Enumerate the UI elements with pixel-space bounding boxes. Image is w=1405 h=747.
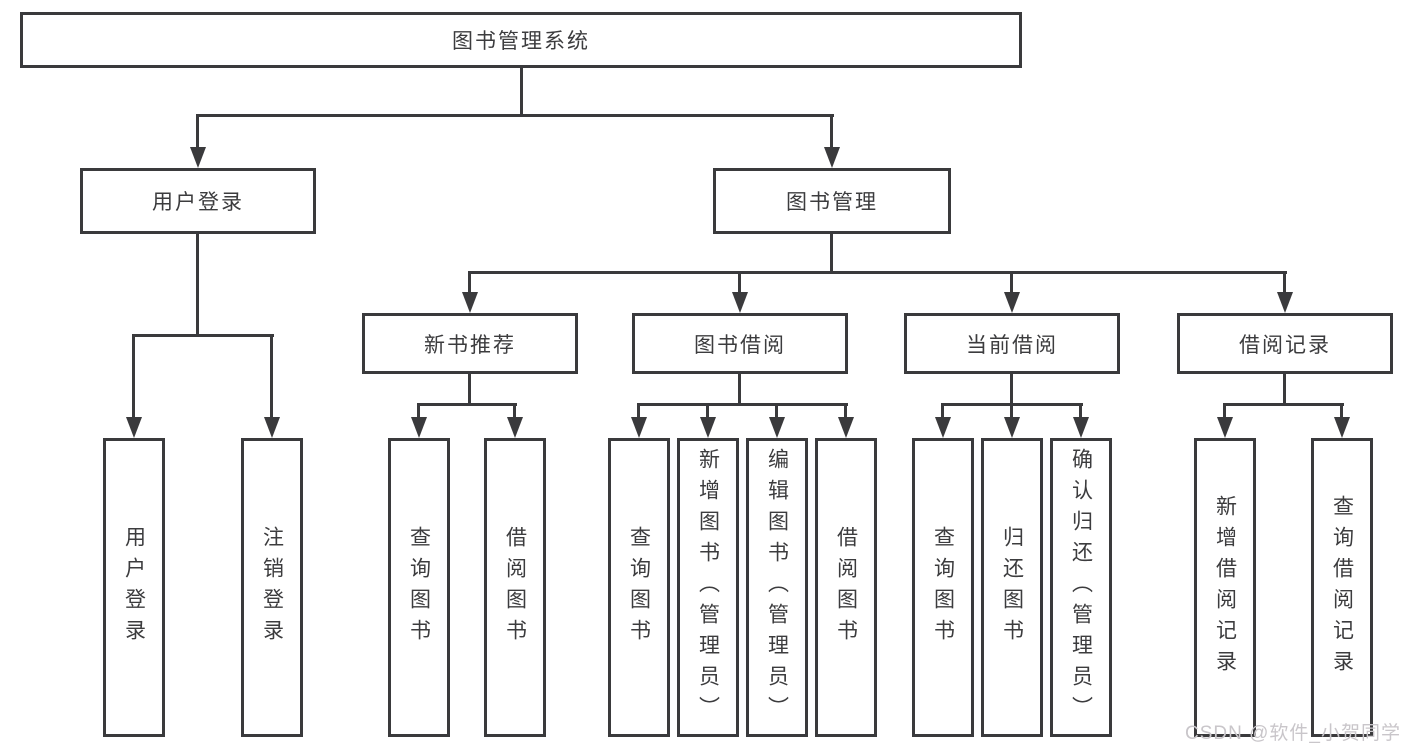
leaf-label: 注销登录 xyxy=(260,525,284,650)
node-label: 图书借阅 xyxy=(694,333,786,357)
leaf-query-books-borrowing: 查询图书 xyxy=(608,438,670,737)
arrow-down-current-c3 xyxy=(1073,417,1089,438)
connector-borrow-horizontal xyxy=(638,403,848,406)
node-current-borrowing: 当前借阅 xyxy=(904,313,1120,374)
connector-login-horizontal xyxy=(133,334,274,337)
arrow-down-records xyxy=(1277,292,1293,313)
connector-newbook-horizontal xyxy=(418,403,517,406)
connector-borrow-down xyxy=(738,374,741,405)
arrow-down-borrow-c4 xyxy=(838,417,854,438)
connector-borrow-c1-shaft xyxy=(637,403,640,419)
connector-borrow-c4-shaft xyxy=(844,403,847,419)
node-label: 新书推荐 xyxy=(424,333,516,357)
arrow-down-user-login xyxy=(190,147,206,168)
leaf-query-books-recommend: 查询图书 xyxy=(388,438,450,737)
leaf-return-books: 归还图书 xyxy=(981,438,1043,737)
leaf-query-books-current: 查询图书 xyxy=(912,438,974,737)
leaf-borrow-books: 借阅图书 xyxy=(815,438,877,737)
arrow-down-newbook-c2 xyxy=(507,417,523,438)
leaf-label: 新增借阅记录 xyxy=(1213,494,1237,681)
node-label: 当前借阅 xyxy=(966,333,1058,357)
leaf-label: 查询图书 xyxy=(407,525,431,650)
connector-records-c2-shaft xyxy=(1340,403,1343,419)
arrow-down-borrow xyxy=(732,292,748,313)
connector-newbook-c1-shaft xyxy=(417,403,420,419)
node-label: 图书管理系统 xyxy=(452,30,590,53)
arrow-down-newbook xyxy=(462,292,478,313)
arrow-down-current xyxy=(1004,292,1020,313)
connector-current-down xyxy=(1010,374,1013,405)
leaf-add-borrow-record: 新增借阅记录 xyxy=(1194,438,1256,737)
connector-current-c2-shaft xyxy=(1010,403,1013,419)
leaf-label: 查询图书 xyxy=(627,525,651,650)
connector-borrow-shaft xyxy=(738,271,741,294)
connector-borrow-c2-shaft xyxy=(706,403,709,419)
csdn-watermark: CSDN @软件_小贺同学 xyxy=(1185,723,1401,744)
node-user-login: 用户登录 xyxy=(80,168,316,234)
leaf-label: 新增图书（管理员） xyxy=(696,448,720,727)
connector-records-horizontal xyxy=(1224,403,1344,406)
connector-current-c3-shaft xyxy=(1079,403,1082,419)
connector-root-vertical xyxy=(520,68,523,116)
leaf-logout: 注销登录 xyxy=(241,438,303,737)
arrow-down-current-c2 xyxy=(1004,417,1020,438)
leaf-add-books-admin: 新增图书（管理员） xyxy=(677,438,739,737)
connector-records-shaft xyxy=(1283,271,1286,294)
arrow-down-borrow-c3 xyxy=(769,417,785,438)
leaf-label: 编辑图书（管理员） xyxy=(765,448,789,727)
leaf-label: 确认归还（管理员） xyxy=(1069,448,1093,727)
connector-records-down xyxy=(1283,374,1286,405)
leaf-label: 查询借阅记录 xyxy=(1330,494,1354,681)
node-label: 图书管理 xyxy=(786,191,878,214)
leaf-query-borrow-record: 查询借阅记录 xyxy=(1311,438,1373,737)
connector-current-c1-shaft xyxy=(941,403,944,419)
node-library-management-system: 图书管理系统 xyxy=(20,12,1022,68)
arrow-down-records-c2 xyxy=(1334,417,1350,438)
node-label: 用户登录 xyxy=(152,191,244,214)
leaf-user-login: 用户登录 xyxy=(103,438,165,737)
node-label: 借阅记录 xyxy=(1239,333,1331,357)
connector-current-shaft xyxy=(1010,271,1013,294)
connector-mgmt-horizontal xyxy=(469,271,1287,274)
connector-login-vertical xyxy=(196,234,199,336)
node-new-book-recommend: 新书推荐 xyxy=(362,313,578,374)
connector-newbook-shaft xyxy=(468,271,471,294)
node-book-borrowing: 图书借阅 xyxy=(632,313,848,374)
connector-login-child1-shaft xyxy=(132,334,135,419)
connector-mgmt-vertical xyxy=(830,234,833,274)
leaf-edit-books-admin: 编辑图书（管理员） xyxy=(746,438,808,737)
arrow-down-newbook-c1 xyxy=(411,417,427,438)
leaf-borrow-books-recommend: 借阅图书 xyxy=(484,438,546,737)
leaf-label: 查询图书 xyxy=(931,525,955,650)
leaf-label: 借阅图书 xyxy=(503,525,527,650)
connector-root-horizontal xyxy=(197,114,834,117)
node-book-management: 图书管理 xyxy=(713,168,951,234)
leaf-label: 归还图书 xyxy=(1000,525,1024,650)
arrow-down-logout-leaf xyxy=(264,417,280,438)
arrow-down-current-c1 xyxy=(935,417,951,438)
arrow-down-login-leaf xyxy=(126,417,142,438)
connector-login-child2-shaft xyxy=(270,334,273,419)
leaf-confirm-return-admin: 确认归还（管理员） xyxy=(1050,438,1112,737)
leaf-label: 用户登录 xyxy=(122,525,146,650)
arrow-down-borrow-c2 xyxy=(700,417,716,438)
connector-borrow-c3-shaft xyxy=(775,403,778,419)
leaf-label: 借阅图书 xyxy=(834,525,858,650)
connector-newbook-c2-shaft xyxy=(513,403,516,419)
connector-newbook-down xyxy=(468,374,471,405)
connector-user-login-shaft xyxy=(196,114,199,149)
arrow-down-borrow-c1 xyxy=(631,417,647,438)
connector-book-mgmt-shaft xyxy=(830,114,833,149)
arrow-down-records-c1 xyxy=(1217,417,1233,438)
connector-records-c1-shaft xyxy=(1223,403,1226,419)
arrow-down-book-mgmt xyxy=(824,147,840,168)
node-borrowing-records: 借阅记录 xyxy=(1177,313,1393,374)
